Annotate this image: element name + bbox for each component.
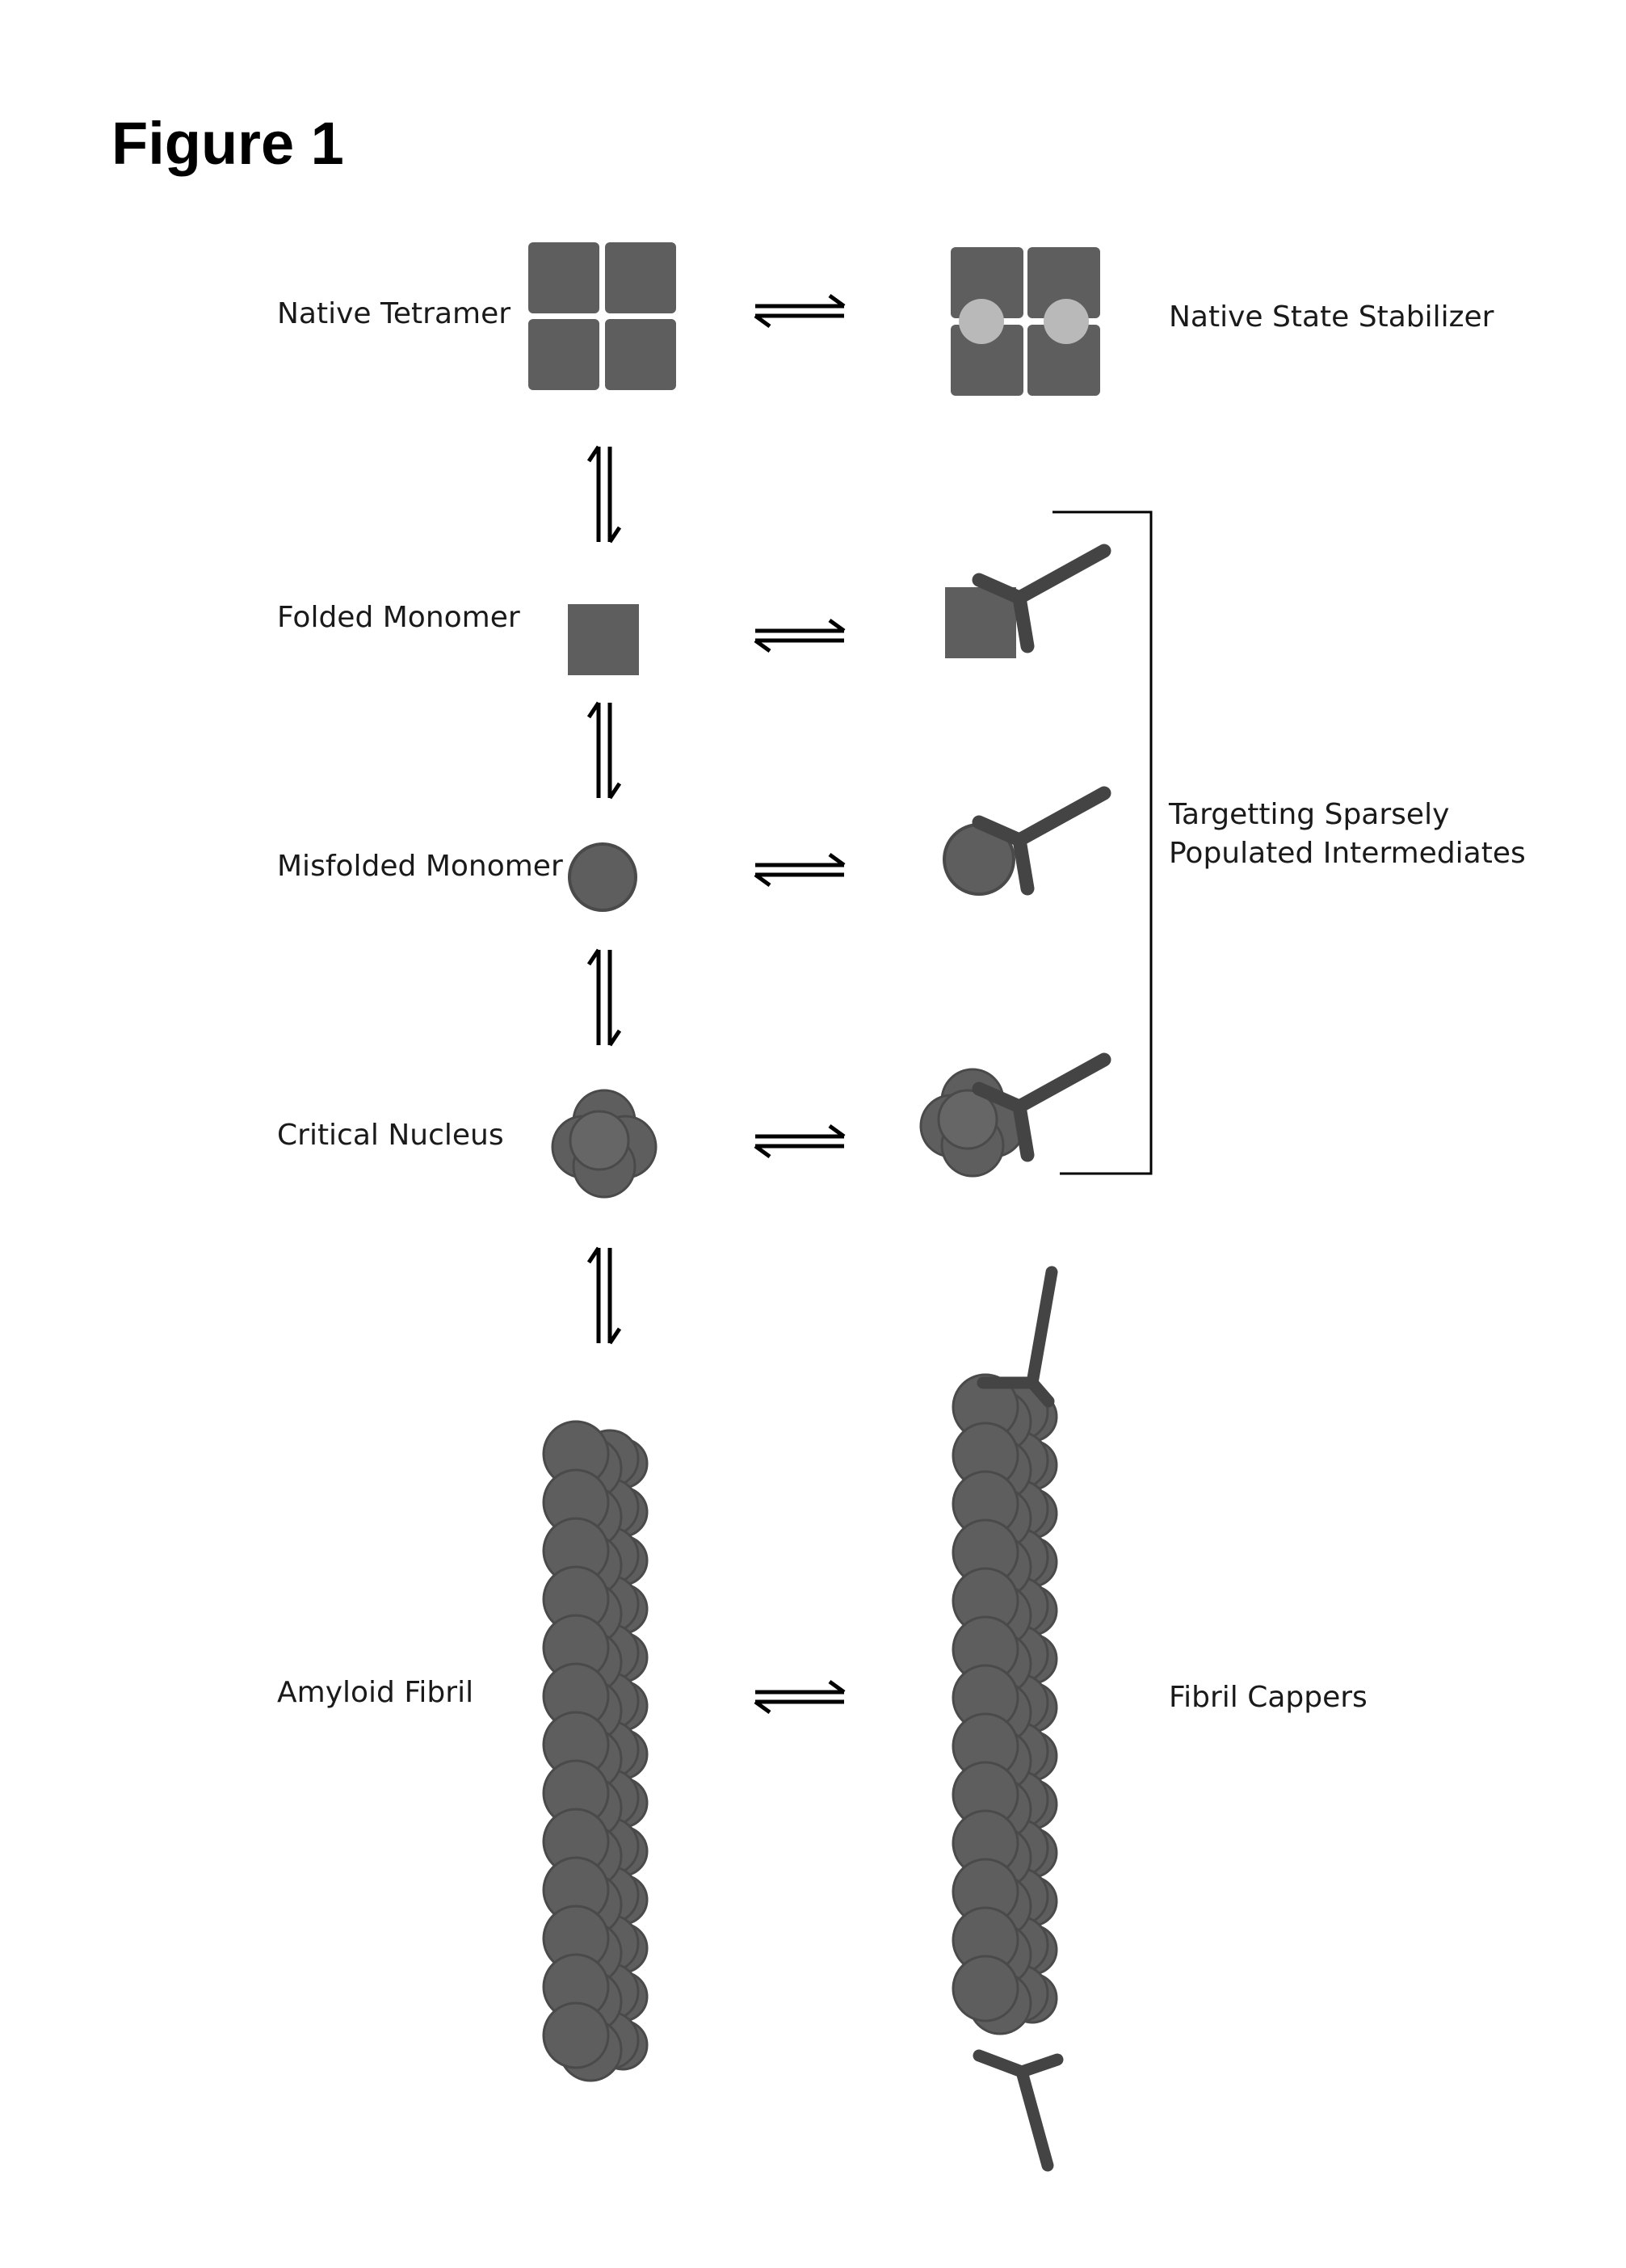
native-state-stabilizer-shape	[951, 247, 1100, 396]
native-tetramer-shape	[528, 242, 676, 390]
equilibrium-arrow-misfolded	[755, 855, 844, 885]
equilibrium-arrow-folded	[755, 620, 844, 651]
misfolded-monomer-shape	[569, 844, 636, 910]
fibril-capped-shape	[953, 1375, 1057, 2034]
critical-nucleus-shape	[553, 1090, 656, 1197]
equilibrium-arrow-misfolded-to-nucleus	[589, 950, 620, 1045]
equilibrium-arrow-nucleus	[755, 1126, 844, 1157]
amyloid-fibril-shape	[544, 1422, 647, 2081]
fibril-subunit	[544, 2003, 608, 2068]
folded-monomer-shape	[568, 604, 639, 675]
fibril-capper-top	[983, 1272, 1052, 1401]
equilibrium-arrow-folded-to-misfolded	[589, 703, 620, 798]
equilibrium-arrow-tetramer-to-folded	[589, 447, 620, 542]
folded-monomer-ligand-complex	[945, 551, 1104, 658]
fibril-capper-bottom	[979, 2056, 1057, 2165]
misfolded-monomer-ligand-complex	[944, 793, 1104, 894]
fibril-subunit	[953, 1956, 1018, 2021]
equilibrium-arrow-nucleus-to-fibril	[589, 1248, 620, 1343]
critical-nucleus-ligand-complex	[921, 1060, 1104, 1176]
equilibrium-arrow-fibril	[755, 1682, 844, 1712]
equilibrium-arrow-tetramer	[755, 296, 844, 326]
